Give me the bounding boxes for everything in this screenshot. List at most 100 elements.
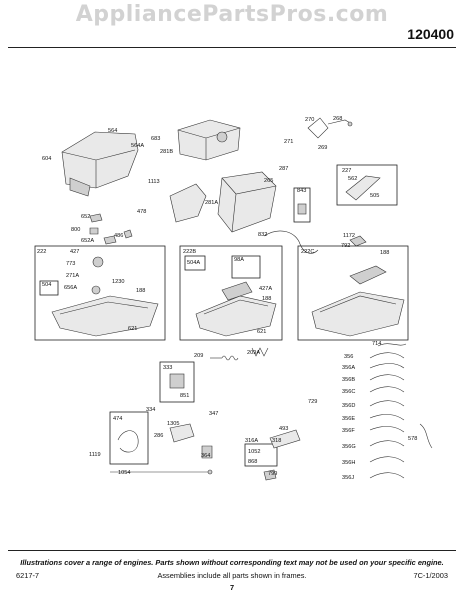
blower-shroud-281B[interactable]	[177, 119, 241, 161]
cover-1113[interactable]	[169, 183, 207, 223]
label-268: 268	[333, 116, 342, 122]
label-478: 478	[137, 209, 146, 215]
footer-date: 7C-1/2003	[413, 571, 448, 580]
label-427: 427	[70, 249, 79, 255]
frame-333[interactable]	[159, 361, 195, 403]
label-188a: 188	[136, 288, 145, 294]
rod-1054[interactable]	[110, 469, 213, 475]
frame-474[interactable]	[109, 411, 149, 465]
part-843[interactable]	[293, 187, 311, 223]
wire-714[interactable]	[377, 343, 407, 347]
frame-222C[interactable]	[297, 245, 409, 341]
label-98A: 98A	[234, 257, 244, 263]
label-188c: 188	[380, 250, 389, 256]
label-356C: 356C	[342, 389, 355, 395]
label-356H: 356H	[342, 460, 355, 466]
label-356: 356	[344, 354, 353, 360]
label-493: 493	[279, 426, 288, 432]
frame-222B[interactable]	[179, 245, 283, 341]
label-604: 604	[42, 156, 51, 162]
label-270: 270	[305, 117, 314, 123]
label-1305: 1305	[167, 421, 179, 427]
label-356E: 356E	[342, 416, 355, 422]
label-222: 222	[37, 249, 46, 255]
bracket-493[interactable]	[269, 429, 301, 449]
label-621a: 621	[128, 326, 137, 332]
small-parts-652[interactable]	[89, 213, 133, 245]
label-1230: 1230	[112, 279, 124, 285]
label-318: 318	[272, 438, 281, 444]
label-356F: 356F	[342, 428, 355, 434]
throttle-control-270[interactable]	[307, 117, 353, 139]
wire-set-356[interactable]	[369, 352, 405, 479]
label-792: 792	[341, 243, 350, 249]
label-729: 729	[308, 399, 317, 405]
diagram-number: 120400	[407, 26, 454, 42]
label-504: 504	[42, 282, 51, 288]
label-868: 868	[248, 459, 257, 465]
label-773: 773	[66, 261, 75, 267]
label-1054: 1054	[118, 470, 130, 476]
label-1113: 1113	[148, 179, 160, 185]
frame-1052[interactable]	[244, 443, 278, 467]
label-281B: 281B	[160, 149, 173, 155]
label-287: 287	[279, 166, 288, 172]
label-222B: 222B	[183, 249, 196, 255]
label-222C: 222C	[301, 249, 314, 255]
label-356J: 356J	[342, 475, 354, 481]
bracket-227[interactable]	[336, 164, 398, 206]
label-1172: 1172	[343, 233, 355, 239]
label-1119: 1119	[89, 452, 101, 458]
bracket-286[interactable]	[169, 423, 195, 443]
part-364[interactable]	[201, 445, 213, 459]
label-474: 474	[113, 416, 122, 422]
label-800: 800	[71, 227, 80, 233]
footer-disclaimer: Illustrations cover a range of engines. …	[20, 558, 444, 567]
label-1052: 1052	[248, 449, 260, 455]
label-578: 578	[408, 436, 417, 442]
label-652: 652	[81, 214, 90, 220]
label-564A: 564A	[131, 143, 144, 149]
label-269: 269	[318, 145, 327, 151]
label-271: 271	[284, 139, 293, 145]
frame-222[interactable]	[34, 245, 166, 341]
control-panel-281A[interactable]	[217, 171, 277, 233]
label-188b: 188	[262, 296, 271, 302]
label-799: 799	[268, 471, 277, 477]
label-316A: 316A	[245, 438, 258, 444]
label-714: 714	[372, 341, 381, 347]
blower-housing-604[interactable]	[61, 131, 139, 197]
site-watermark: AppliancePartsPros.com	[75, 2, 389, 27]
label-356A: 356A	[342, 365, 355, 371]
page-number: 7	[229, 583, 235, 592]
label-364: 364	[201, 453, 210, 459]
label-271A: 271A	[66, 273, 79, 279]
wire-832[interactable]	[263, 230, 319, 254]
label-209: 209	[194, 353, 203, 359]
part-799[interactable]	[263, 469, 277, 481]
label-504A: 504A	[187, 260, 200, 266]
spring-209[interactable]	[210, 355, 239, 361]
label-652A: 652A	[81, 238, 94, 244]
label-486: 486	[114, 233, 123, 239]
label-564: 564	[108, 128, 117, 134]
spring-209A[interactable]	[251, 347, 269, 357]
label-356D: 356D	[342, 403, 355, 409]
wire-578[interactable]	[419, 423, 433, 449]
label-333: 333	[163, 365, 172, 371]
label-683: 683	[151, 136, 160, 142]
label-281A: 281A	[205, 200, 218, 206]
label-505: 505	[370, 193, 379, 199]
label-621b: 621	[257, 329, 266, 335]
footer-code: 6217-7	[16, 571, 40, 580]
header-rule	[8, 47, 456, 48]
label-427A: 427A	[259, 286, 272, 292]
label-209A: 209A	[247, 350, 260, 356]
label-356B: 356B	[342, 377, 355, 383]
label-656A: 656A	[64, 285, 77, 291]
label-347: 347	[209, 411, 218, 417]
clip-792[interactable]	[349, 235, 367, 247]
part-labels: 564 683 564A 281B 604 270 268 271 269 28…	[37, 116, 417, 481]
footer-rule	[8, 550, 456, 551]
